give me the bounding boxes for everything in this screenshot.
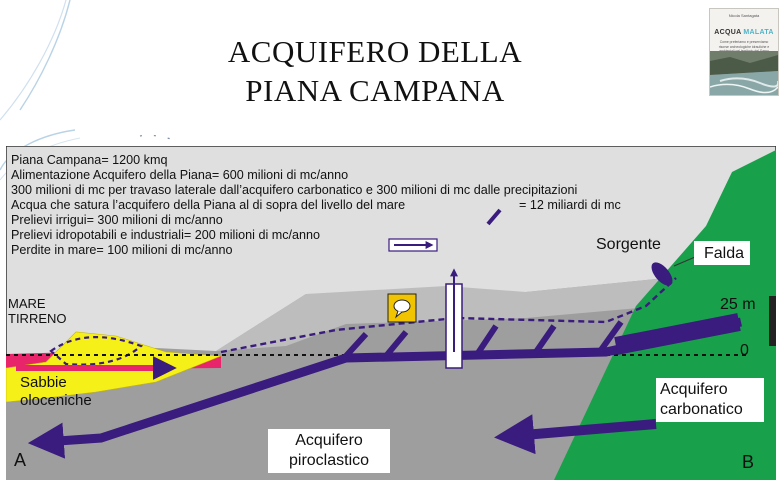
scale-bar	[769, 296, 776, 346]
piroclastic-upper-layer	[216, 278, 666, 351]
point-a-label: A	[14, 450, 27, 470]
point-b-label: B	[742, 452, 755, 472]
vertical-flow-ticks	[343, 320, 624, 359]
piroclastico-label-line-1: Acquifero	[295, 432, 363, 449]
sorgente-label: Sorgente	[596, 236, 661, 253]
book-cover-photo	[710, 51, 778, 95]
slide-title-line-1: ACQUIFERO DELLA	[227, 34, 523, 69]
info-line-saturation-text: Acqua che satura l’acquifero della Piana…	[11, 198, 406, 212]
info-line-irrigation: Prelievi irrigui= 300 milioni di mc/anno	[11, 213, 223, 227]
falda-label-box	[694, 241, 750, 265]
piroclastico-label-line-2: piroclastico	[288, 452, 370, 469]
legend-groundwater-stroke	[486, 208, 502, 226]
book-title: ACQUA MALATA	[710, 29, 778, 36]
carbonatic-thick-flow	[614, 313, 741, 355]
book-title-part-2: MALATA	[743, 29, 774, 36]
speech-bubble-tail	[394, 310, 403, 319]
mare-label-line-2: TIRRENO	[8, 311, 67, 326]
cross-section-svg	[6, 146, 776, 480]
zero-level-label: 0	[740, 342, 749, 359]
info-line-saturation-value: = 12 miliardi di mc	[519, 198, 621, 212]
piroclastico-label-box: Acquifero piroclastico	[268, 429, 390, 473]
carbonatico-label-line-2: carbonatico	[660, 401, 743, 418]
water-table-line	[220, 277, 677, 354]
carbonatico-label-line-1: Acquifero	[660, 381, 728, 398]
book-title-part-1: ACQUA	[714, 29, 744, 36]
falda-label: Falda	[704, 245, 745, 262]
slide-title-line-2: PIANA CAMPANA	[245, 73, 505, 108]
sabbie-label-line-1: Sabbie	[20, 374, 67, 391]
info-line-saturation: Acqua che satura l’acquifero della Piana…	[11, 198, 621, 213]
book-author: Nicola Santagata	[728, 13, 760, 18]
cross-section-diagram: Piana Campana= 1200 kmq Alimentazione Ac…	[6, 146, 776, 480]
book-cover-image: Nicola Santagata ACQUA MALATA Come prefe…	[709, 8, 779, 96]
carbonatico-label-box: Acquifero carbonatico	[656, 378, 764, 422]
scale-label: 25 m	[720, 296, 756, 313]
sand-lens-dashed	[49, 336, 144, 366]
speech-bubble-shape	[393, 299, 411, 313]
sabbie-label-line-2: oloceniche	[20, 392, 92, 409]
info-line-potable: Prelievi idropotabili e industriali= 200…	[11, 228, 321, 242]
sabbie-label: Sabbie oloceniche	[20, 374, 92, 410]
info-text-block: Piana Campana= 1200 kmq Alimentazione Ac…	[11, 153, 621, 258]
mare-tirreno-label: MARE TIRRENO	[8, 296, 67, 326]
piroclastic-flow-arrow	[494, 414, 657, 455]
mare-label-line-1: MARE	[8, 296, 46, 311]
info-line-split: 300 milioni di mc per travaso laterale d…	[11, 183, 578, 197]
slide-title: ACQUIFERO DELLA PIANA CAMPANA	[150, 32, 600, 110]
info-line-area: Piana Campana= 1200 kmq	[11, 153, 168, 167]
spring-source	[651, 262, 673, 286]
info-line-recharge: Alimentazione Acquifero della Piana= 600…	[11, 168, 349, 182]
info-line-losses: Perdite in mare= 100 milioni di mc/anno	[11, 243, 233, 257]
